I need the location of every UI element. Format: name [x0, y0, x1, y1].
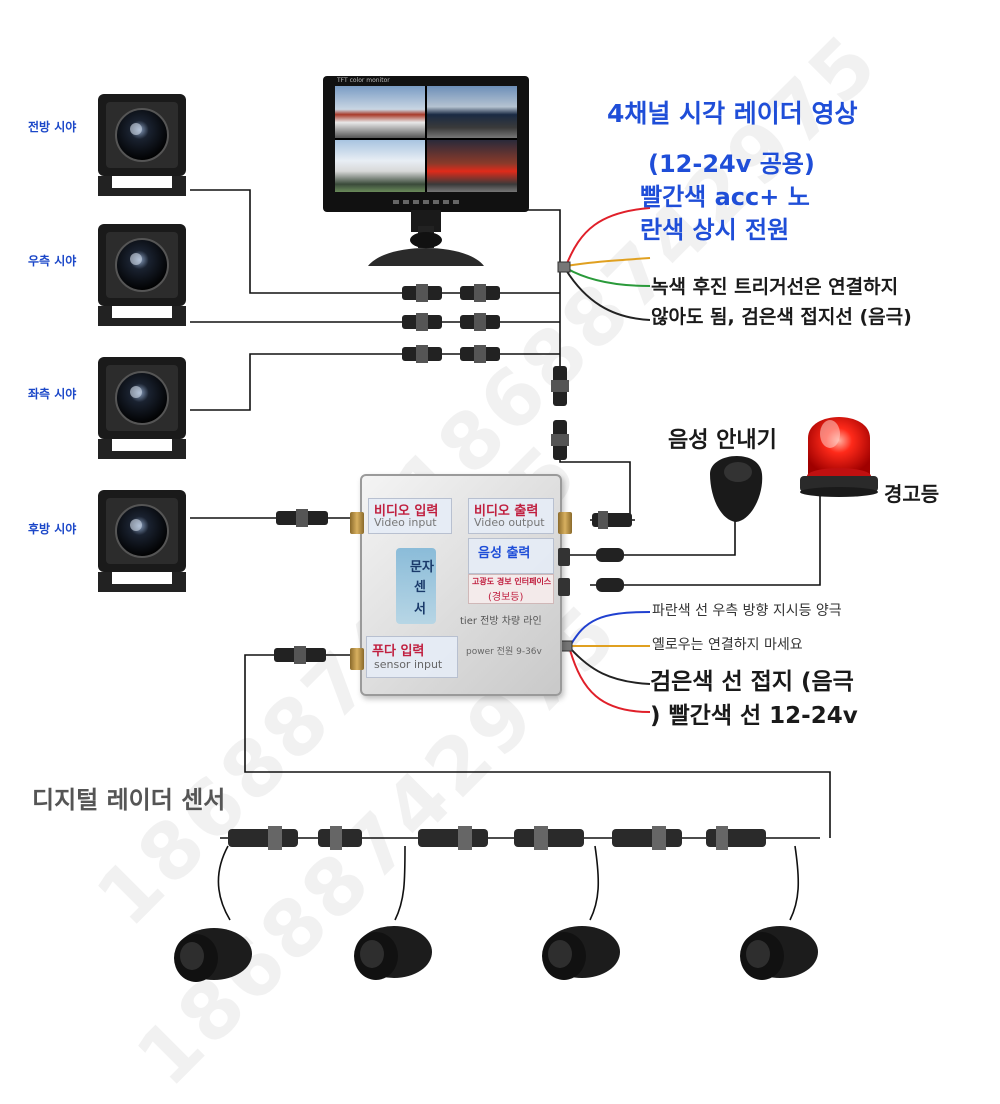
aviation-connectors — [274, 284, 632, 664]
yellow-wire-note: 옐로우는 연결하지 마세요 — [652, 637, 803, 653]
sensor-wires — [217, 845, 800, 921]
blue-wire-note: 파란색 선 우측 방향 지시등 양극 — [652, 603, 842, 619]
monitor-screen — [335, 86, 517, 192]
control-box: 비디오 입력 Video input 비디오 출력 Video output 음… — [350, 474, 572, 696]
box-audio-out-label: 음성 출력 — [478, 546, 531, 561]
radar-sensor-2 — [354, 926, 432, 980]
monitor-caption: TFT color monitor — [337, 77, 390, 84]
sensors-title: 디지털 레이더 센서 — [32, 786, 226, 814]
box-panel-audio — [468, 538, 554, 574]
ground-wire-note-1: 검은색 선 접지 (음극 — [650, 669, 854, 695]
monitor-view-1 — [335, 86, 425, 138]
box-video-in-label: 비디오 입력 — [374, 504, 439, 519]
box-video-out-label: 비디오 출력 — [474, 504, 539, 519]
monitor-power-line-2: 빨간색 acc+ 노 — [640, 183, 810, 211]
monitor-power-wires — [557, 207, 651, 321]
monitor: TFT color monitor — [323, 76, 529, 212]
box-panel-video-in — [368, 498, 452, 534]
box-alarm-sub: (경보등) — [488, 592, 524, 603]
monitor-view-4 — [427, 140, 517, 192]
camera-right — [98, 224, 186, 326]
monitor-power-line-3: 란색 상시 전원 — [640, 216, 790, 244]
radar-sensor-1 — [174, 928, 252, 982]
box-panel-video-out — [468, 498, 554, 534]
box-video-in-en: Video input — [374, 516, 437, 529]
wiring-svg — [190, 189, 831, 921]
box-panel-alarm — [468, 574, 554, 604]
box-port-sensor — [350, 648, 364, 670]
warning-light — [800, 417, 878, 497]
box-video-out-en: Video output — [474, 516, 545, 529]
monitor-power-line-1: (12-24v 공용) — [648, 150, 815, 178]
box-buzzer-char-4: 서 — [414, 602, 426, 617]
box-port-video-in — [350, 512, 364, 534]
box-buzzer-char-3: 센 — [414, 580, 426, 595]
monitor-trigger-line-2: 않아도 됨, 검은색 접지선 (음극) — [651, 306, 912, 328]
camera-left — [98, 357, 186, 459]
camera-right-label: 우측 시야 — [28, 254, 77, 268]
monitor-title: 4채널 시각 레이더 영상 — [607, 99, 858, 128]
voice-guide-label: 음성 안내기 — [668, 428, 777, 453]
camera-front-label: 전방 시야 — [28, 120, 77, 134]
radar-sensor-4 — [740, 926, 818, 980]
box-buzzer-char-2: 자 — [422, 560, 434, 575]
camera-front — [98, 94, 186, 196]
monitor-trigger-line-1: 녹색 후진 트리거선은 연결하지 — [651, 276, 899, 298]
sensor-connectors — [228, 826, 766, 850]
box-alarm-label: 고광도 경보 인터페이스 — [472, 577, 552, 586]
box-panel-sensor — [366, 636, 458, 678]
monitor-stand — [368, 210, 484, 266]
box-sensor-in-en: sensor input — [374, 658, 443, 671]
box-trigger-line: tier 전방 차량 라인 — [460, 616, 542, 627]
warning-light-label: 경고등 — [884, 482, 940, 506]
camera-rear-label: 후방 시야 — [28, 522, 77, 536]
box-port-audio — [558, 548, 570, 566]
camera-left-label: 좌측 시야 — [28, 387, 77, 401]
box-buzzer-char-1: 문 — [410, 560, 422, 575]
box-power-line: power 전원 9-36v — [466, 647, 542, 657]
box-buzzer-panel — [396, 548, 436, 624]
box-sensor-in-label: 푸다 입력 — [372, 644, 425, 659]
box-power-wires — [559, 611, 651, 713]
diagram-stage: 18688742975 18688742975 18688742975 — [28, 17, 940, 1104]
box-port-alarm — [558, 578, 570, 596]
monitor-view-2 — [427, 86, 517, 138]
camera-rear — [98, 490, 186, 592]
monitor-view-3 — [335, 140, 425, 192]
radar-sensor-3 — [542, 926, 620, 980]
ground-wire-note-2: ) 빨간색 선 12-24v — [650, 703, 858, 729]
box-port-video-out — [558, 512, 572, 534]
monitor-buttons — [393, 200, 463, 204]
voice-guide-device — [710, 455, 763, 522]
